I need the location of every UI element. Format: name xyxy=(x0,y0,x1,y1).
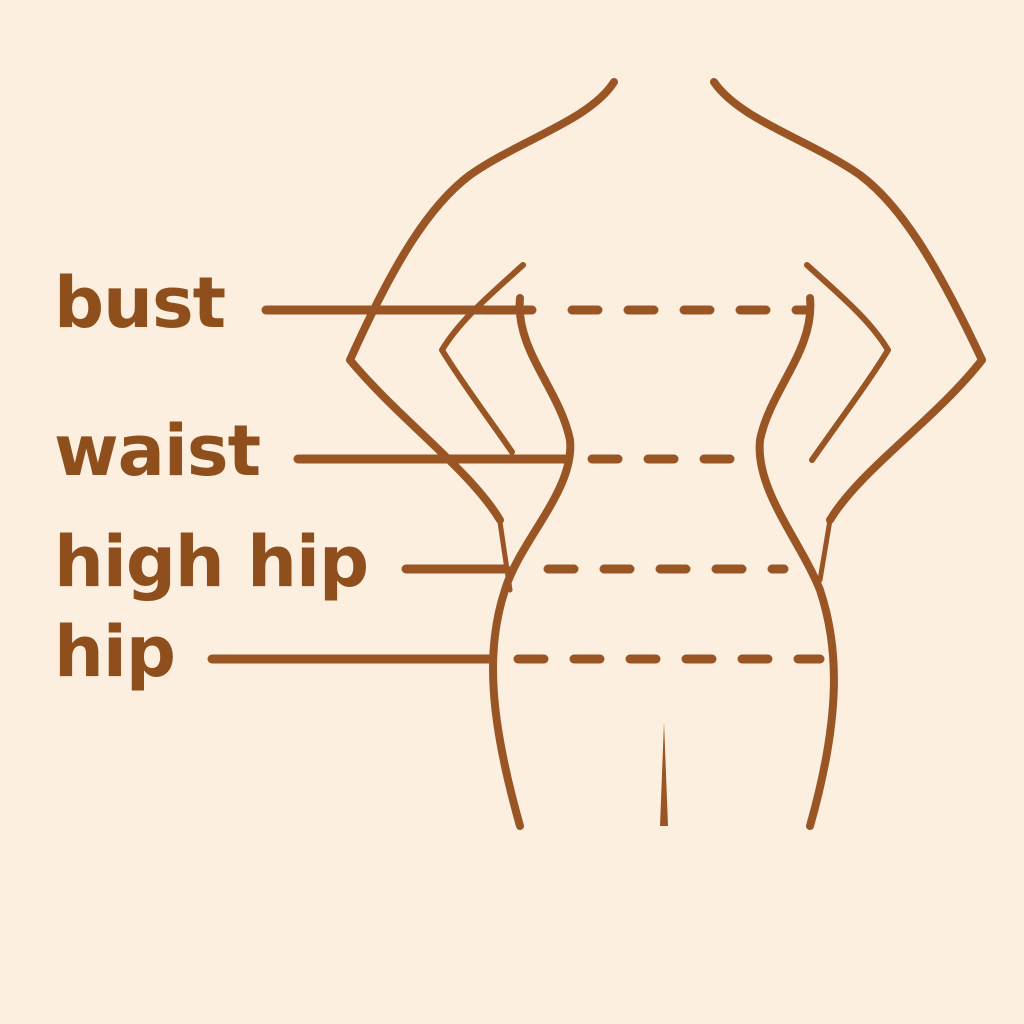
waist-label: waist xyxy=(54,410,261,492)
right-hip-accent xyxy=(817,517,833,583)
left-inner-arm-outline xyxy=(439,262,526,455)
left-torso-outline xyxy=(489,294,575,830)
measurement-lines xyxy=(207,305,825,664)
right-torso-outline xyxy=(755,294,838,830)
body-silhouette xyxy=(346,78,986,830)
leg-divider-line xyxy=(660,722,668,826)
left-shoulder-arm-outline xyxy=(346,78,618,524)
right-shoulder-arm-outline xyxy=(710,78,986,524)
right-inner-arm-outline xyxy=(804,262,891,463)
left-hip-accent xyxy=(497,519,513,593)
bust-label: bust xyxy=(54,262,226,344)
hip-label: hip xyxy=(54,611,176,693)
high-hip-label: high hip xyxy=(54,521,369,603)
